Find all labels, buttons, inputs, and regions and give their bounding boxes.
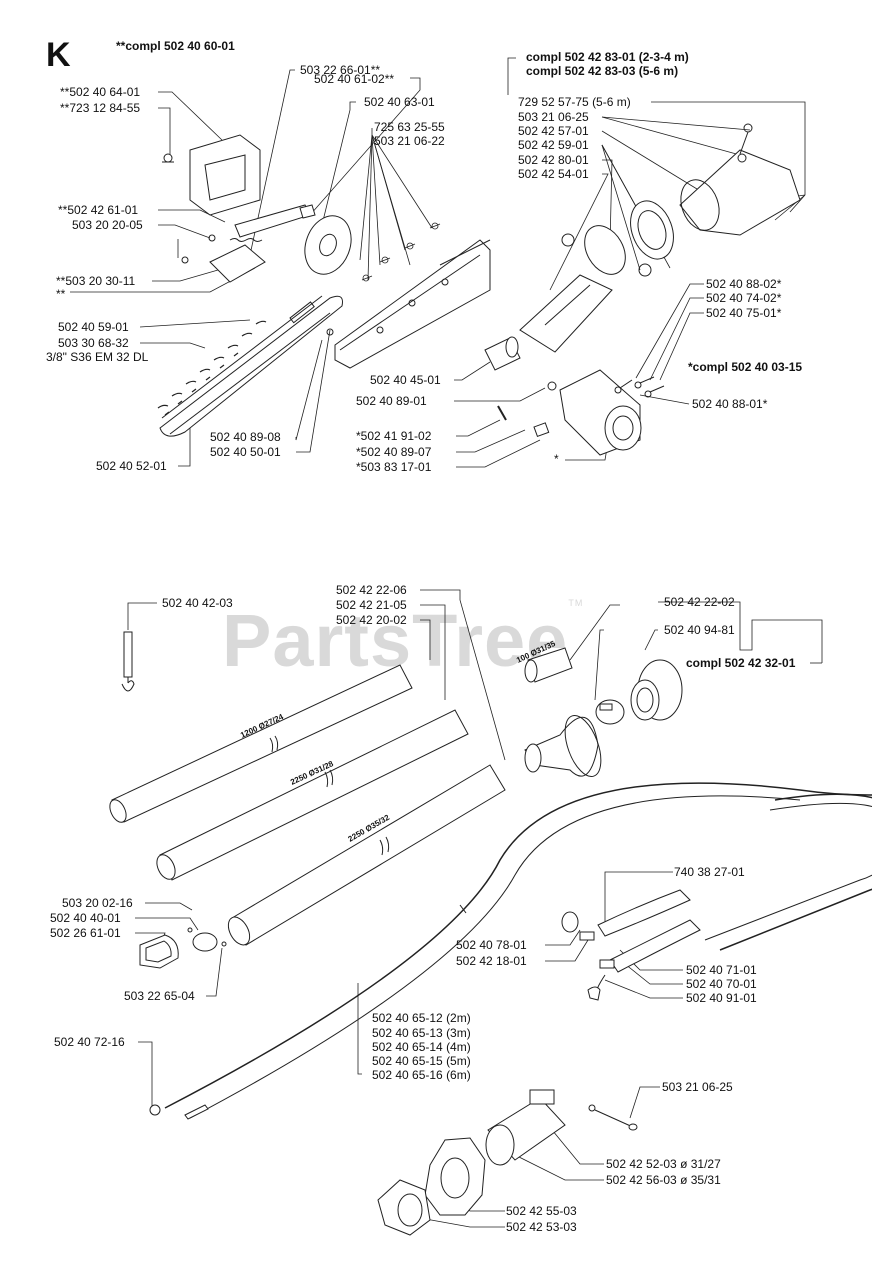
- tubes: [109, 664, 506, 946]
- part-label: 502 42 55-03: [506, 1204, 577, 1218]
- part-label: **: [56, 287, 66, 301]
- part-label: 502 42 59-01: [518, 138, 589, 152]
- part-label: **503 20 30-11: [56, 274, 136, 288]
- part-label: 729 52 57-75 (5-6 m): [518, 95, 631, 109]
- gear-head: [497, 369, 642, 456]
- drive-housing: [485, 1089, 638, 1166]
- assembly-label: compl 502 42 83-01 (2-3-4 m): [526, 50, 689, 64]
- part-label: **723 12 84-55: [60, 101, 141, 115]
- assembly-label: **compl 502 40 60-01: [116, 39, 235, 53]
- part-label: 502 40 70-01: [686, 977, 757, 991]
- part-label: 502 42 22-02: [664, 595, 735, 609]
- part-label: 502 40 65-14 (4m): [372, 1040, 471, 1054]
- part-label: 725 63 25-55: [374, 120, 445, 134]
- part-label: 502 40 71-01: [686, 963, 757, 977]
- chain-tensioner: [181, 204, 316, 283]
- coupling-sleeve: [524, 647, 573, 683]
- part-label: 503 21 06-22: [374, 134, 445, 148]
- part-label: *502 41 91-02: [356, 429, 432, 443]
- bushing: [484, 336, 521, 371]
- part-label: *: [554, 452, 559, 466]
- part-label: *502 40 89-07: [356, 445, 432, 459]
- part-label: *503 83 17-01: [356, 460, 432, 474]
- part-label: 502 40 88-01*: [692, 397, 768, 411]
- top-leader-lines: [70, 57, 806, 468]
- part-label: 502 40 65-16 (6m): [372, 1068, 471, 1082]
- part-label: 503 20 20-05: [72, 218, 143, 232]
- part-label: 503 22 66-01**: [300, 63, 381, 77]
- lock-knob: [377, 1179, 431, 1236]
- part-label: 502 42 57-01: [518, 124, 589, 138]
- part-label: 502 40 65-13 (3m): [372, 1026, 471, 1040]
- watermark-tm: TM: [568, 598, 584, 608]
- saw-bar: [157, 295, 343, 437]
- part-label: 502 40 50-01: [210, 445, 281, 459]
- bar-guard: [162, 134, 261, 216]
- part-label: 502 42 21-05: [336, 598, 407, 612]
- small-screws: [614, 376, 665, 398]
- clamp-housing: [519, 123, 801, 353]
- part-label: 503 22 65-04: [124, 989, 195, 1003]
- part-label: 502 40 94-81: [664, 623, 735, 637]
- part-label: 502 40 45-01: [370, 373, 441, 387]
- part-label: 502 42 22-06: [336, 583, 407, 597]
- throttle-cable: [149, 782, 872, 1120]
- part-label: 502 40 65-15 (5m): [372, 1054, 471, 1068]
- part-label: 502 42 18-01: [456, 954, 527, 968]
- part-label: 502 26 61-01: [50, 926, 121, 940]
- assembly-label: compl 502 42 32-01: [686, 656, 796, 670]
- end-cap: [630, 659, 683, 721]
- part-label: 502 40 88-02*: [706, 277, 782, 291]
- sprocket-wheel: [304, 215, 352, 275]
- part-label: 502 40 61-02**: [314, 72, 395, 86]
- part-label: 502 40 63-01: [364, 95, 435, 109]
- bottom-leader-lines: [127, 589, 823, 1228]
- part-label: 502 40 78-01: [456, 938, 527, 952]
- part-label: 502 42 20-02: [336, 613, 407, 627]
- part-label: 3/8" S36 EM 32 DL: [46, 350, 149, 364]
- section-letter: K: [46, 36, 71, 74]
- part-label: 502 40 91-01: [686, 991, 757, 1005]
- part-label: 502 40 89-01: [356, 394, 427, 408]
- handle-ring: [139, 927, 227, 969]
- part-label: 502 40 42-03: [162, 596, 233, 610]
- part-label: 502 40 40-01: [50, 911, 121, 925]
- part-label: 502 42 52-03 ø 31/27: [606, 1157, 721, 1171]
- sprocket-ring: [424, 1137, 486, 1216]
- gear-housing-plate: [334, 222, 491, 369]
- part-label: 502 40 52-01: [96, 459, 167, 473]
- assembly-label: compl 502 42 83-03 (5-6 m): [526, 64, 679, 78]
- part-label: 503 21 06-25: [662, 1080, 733, 1094]
- part-label: 502 40 75-01*: [706, 306, 782, 320]
- part-label: 740 38 27-01: [674, 865, 745, 879]
- part-label: 502 40 89-08: [210, 430, 281, 444]
- part-label: 503 20 02-16: [62, 896, 133, 910]
- assembly-label: *compl 502 40 03-15: [688, 360, 803, 374]
- part-label: 502 40 72-16: [54, 1035, 125, 1049]
- part-label: **502 40 64-01: [60, 85, 141, 99]
- part-label: 502 42 53-03: [506, 1220, 577, 1234]
- switch-connectors: [561, 889, 701, 1001]
- part-label: 502 40 59-01: [58, 320, 129, 334]
- part-label: 503 30 68-32: [58, 336, 129, 350]
- part-label: 502 42 54-01: [518, 167, 589, 181]
- part-label: 502 42 56-03 ø 35/31: [606, 1173, 721, 1187]
- funnel-handle: [524, 714, 602, 778]
- hose-clamp: [595, 699, 625, 725]
- part-label: **502 42 61-01: [58, 203, 139, 217]
- part-label: 502 42 80-01: [518, 153, 589, 167]
- part-label: 503 21 06-25: [518, 110, 589, 124]
- strap-hook: [121, 631, 135, 692]
- part-label: 502 40 65-12 (2m): [372, 1011, 471, 1025]
- part-label: 502 40 74-02*: [706, 291, 782, 305]
